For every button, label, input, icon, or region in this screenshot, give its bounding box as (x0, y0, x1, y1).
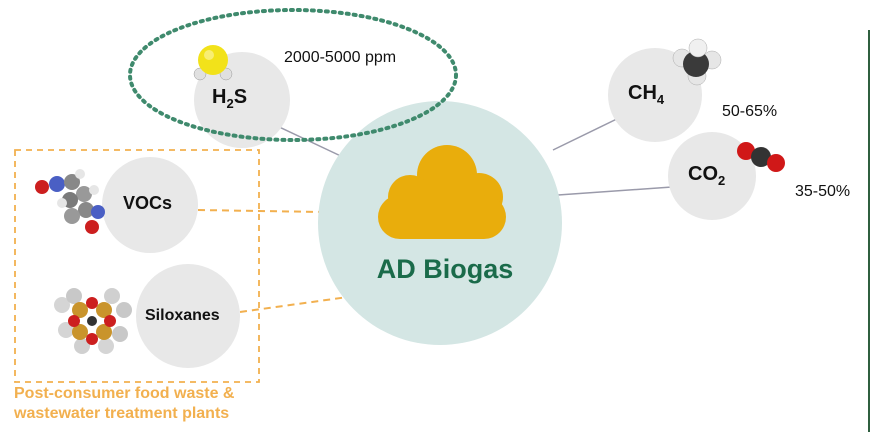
vocs-molecule-icon (35, 169, 105, 234)
siloxanes-label: Siloxanes (145, 307, 220, 324)
ch4-label: CH4 (628, 82, 664, 107)
ch4-concentration: 50-65% (722, 103, 778, 120)
bubble-vocs (102, 157, 198, 253)
cloud-icon (378, 145, 506, 239)
co2-label: CO2 (688, 163, 725, 188)
h2s-label: H2S (212, 86, 247, 111)
siloxanes-molecule-icon (54, 288, 132, 354)
source-caption-line2: wastewater treatment plants (14, 405, 230, 422)
bubble-siloxanes (136, 264, 240, 368)
connector-vocs (197, 209, 323, 213)
co2-concentration: 35-50% (795, 183, 851, 200)
vocs-label: VOCs (123, 193, 173, 213)
source-group-box (14, 149, 260, 383)
h2s-molecule-icon (193, 45, 233, 81)
center-title: AD Biogas (376, 254, 514, 284)
bubble-ch4 (608, 48, 702, 142)
co2-main: CO (688, 163, 718, 185)
source-caption-line1: Post-consumer food waste & (14, 385, 235, 402)
connector-co2 (557, 186, 673, 196)
ch4-subscript: 4 (656, 92, 665, 107)
connector-ch4 (552, 114, 626, 151)
bubble-h2s (194, 52, 290, 148)
co2-subscript: 2 (718, 173, 726, 188)
ch4-main: CH (628, 82, 657, 104)
co2-molecule-icon (737, 142, 785, 172)
connector-siloxanes (239, 295, 356, 313)
ch4-molecule-icon (672, 38, 722, 86)
h2s-main: H (212, 86, 227, 108)
source-caption: Post-consumer food waste & wastewater tr… (14, 384, 234, 424)
bubble-co2 (668, 132, 756, 220)
h2s-highlight-ellipse (128, 8, 458, 142)
h2s-concentration: 2000-5000 ppm (284, 49, 397, 66)
h2s-subscript: 2 (226, 96, 234, 111)
h2s-tail: S (233, 86, 248, 108)
